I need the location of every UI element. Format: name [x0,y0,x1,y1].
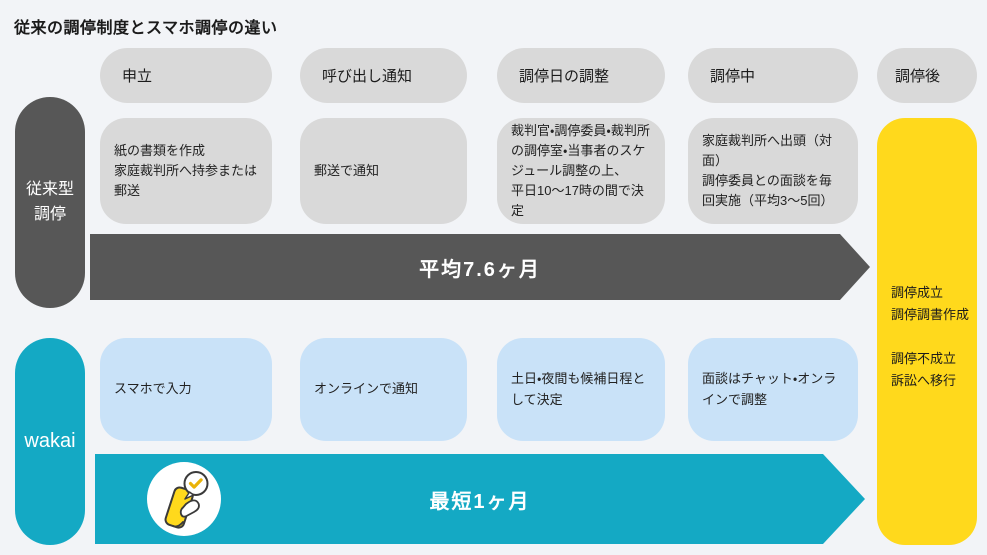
wakai-cell-scheduling: 土日・夜間も候補日程として決定 [497,338,665,441]
wakai-cell-during: 面談はチャット・オンラインで調整 [688,338,858,441]
traditional-cell-summons: 郵送で通知 [300,118,467,224]
stage-header-after-mediation: 調停後 [877,48,977,103]
phone-check-icon [146,461,222,537]
page-title: 従来の調停制度とスマホ調停の違い [14,20,278,37]
wakai-cell-summons: オンラインで通知 [300,338,467,441]
traditional-duration-label: 平均7.6ヶ月 [419,258,541,281]
traditional-cell-application: 紙の書類を作成 家庭裁判所へ持参または郵送 [100,118,272,224]
wakai-duration-label: 最短1ヶ月 [429,490,531,513]
traditional-duration-arrow: 平均7.6ヶ月 [90,234,870,300]
wakai-cell-application: スマホで入力 [100,338,272,441]
stage-header-summons: 呼び出し通知 [300,48,467,103]
row-label-wakai: wakai [15,338,85,545]
outcome-panel: 調停成立 調停調書作成 調停不成立 訴訟へ移行 [877,118,977,545]
row-label-traditional: 従来型 調停 [15,97,85,308]
stage-header-application: 申立 [100,48,272,103]
wakai-duration-arrow: 最短1ヶ月 [95,454,865,544]
stage-header-scheduling: 調停日の調整 [497,48,665,103]
traditional-cell-during: 家庭裁判所へ出頭（対面） 調停委員との面談を毎回実施（平均3〜5回） [688,118,858,224]
stage-header-during-mediation: 調停中 [688,48,858,103]
traditional-cell-scheduling: 裁判官・調停委員・裁判所の調停室・当事者のスケジュール調整の上、 平日10〜17… [497,118,665,224]
